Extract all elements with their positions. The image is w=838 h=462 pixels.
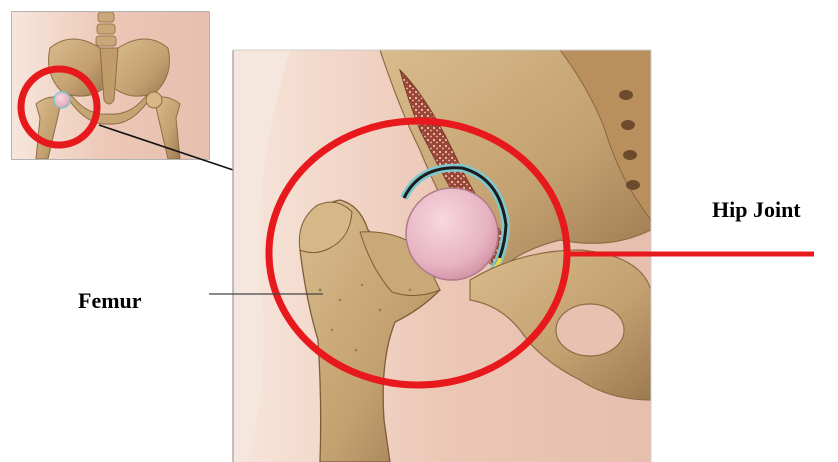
- thumbnail-pelvis-illustration: [12, 12, 209, 159]
- hip-joint-label: Hip Joint: [712, 197, 801, 223]
- femur-label: Femur: [78, 288, 142, 314]
